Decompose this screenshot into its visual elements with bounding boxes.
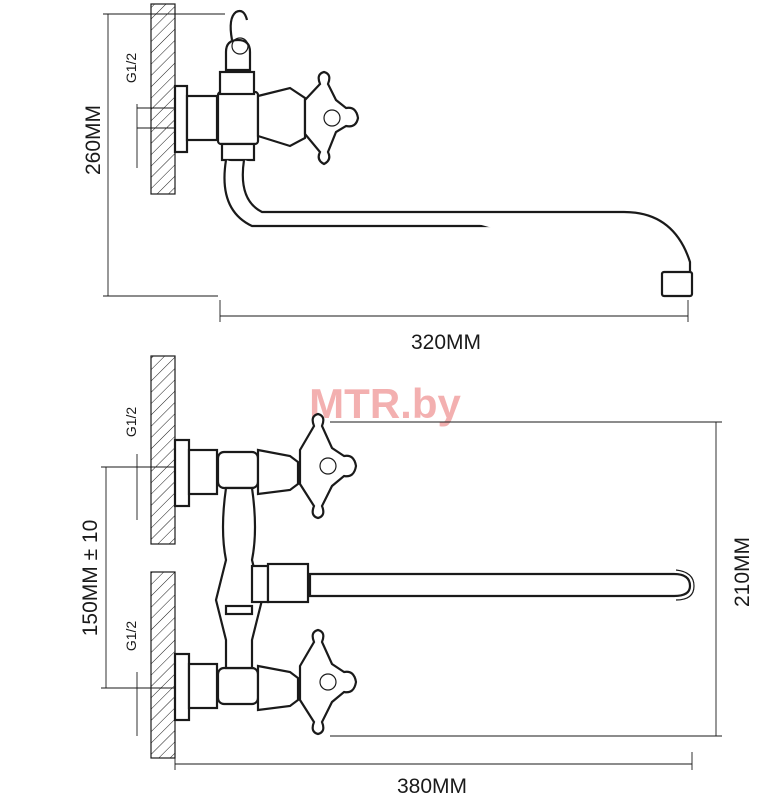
top-view: 260MM G1/2 320MM [82, 3, 694, 354]
wall-hatch-lower [150, 571, 176, 759]
height-label-top: 260MM [82, 105, 105, 175]
height-label-front: 210MM [731, 537, 754, 607]
wall-hatch-top [150, 3, 176, 195]
wall-hatch-upper [150, 355, 176, 545]
thread-label-top: G1/2 [123, 53, 139, 84]
front-view: G1/2 G1/2 150MM ± 10 [79, 355, 754, 798]
total-length-label: 380MM [397, 775, 467, 798]
center-distance-label: 150MM ± 10 [79, 520, 102, 637]
thread-label-upper: G1/2 [123, 407, 139, 438]
spout-length-label: 320MM [411, 331, 481, 354]
watermark: MTR.by [309, 380, 461, 427]
thread-label-lower: G1/2 [123, 621, 139, 652]
